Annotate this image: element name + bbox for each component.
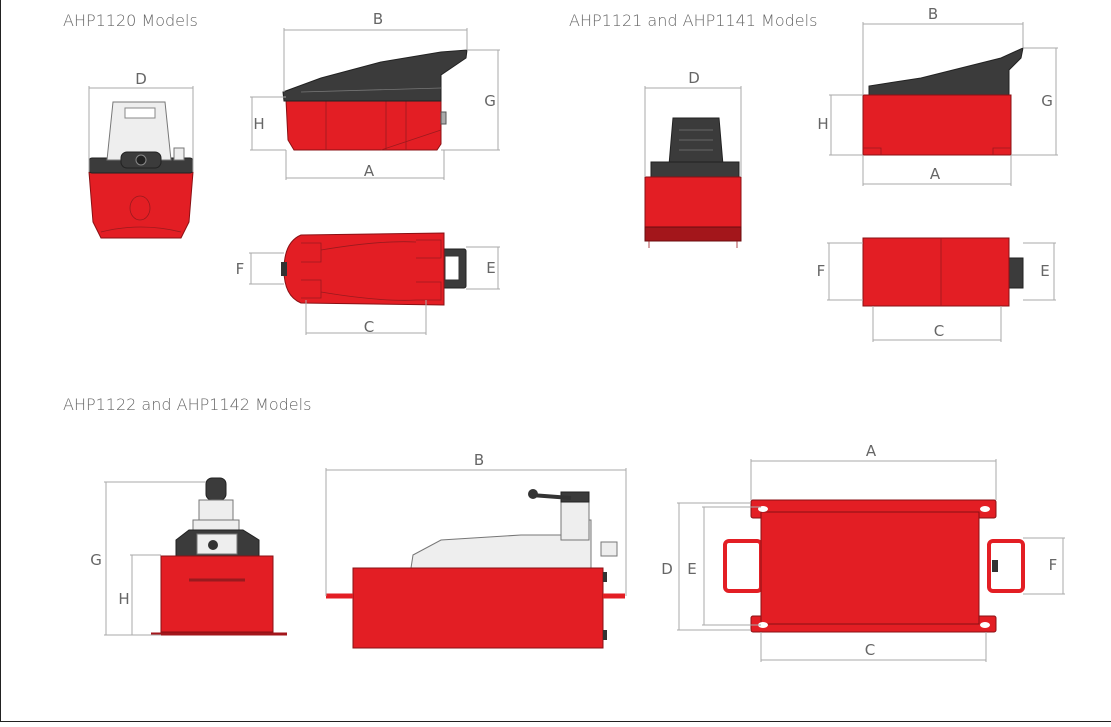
top-view: A D E F C bbox=[661, 442, 1065, 662]
section-ahp1122-ahp1142: AHP1122 and AHP1142 Models G H bbox=[63, 395, 1065, 662]
section-ahp1120: AHP1120 Models D B H bbox=[63, 10, 500, 336]
dim-label-d: D bbox=[661, 560, 673, 578]
section-title: AHP1120 Models bbox=[63, 11, 198, 30]
dim-label-f: F bbox=[236, 260, 245, 278]
top-view: F E C bbox=[817, 237, 1056, 342]
dim-label-a: A bbox=[866, 442, 877, 460]
dim-label-g: G bbox=[90, 551, 102, 569]
dim-label-e: E bbox=[1040, 262, 1049, 280]
dim-label-h: H bbox=[118, 590, 129, 608]
section-title: AHP1121 and AHP1141 Models bbox=[569, 11, 817, 30]
dim-label-d: D bbox=[135, 70, 147, 88]
dim-label-e: E bbox=[486, 259, 495, 277]
top-view: F E C bbox=[236, 232, 500, 336]
dim-label-b: B bbox=[928, 5, 938, 23]
side-view: B H G A bbox=[250, 10, 500, 180]
dim-label-h: H bbox=[253, 115, 264, 133]
section-ahp1121-ahp1141: AHP1121 and AHP1141 Models D B H G A bbox=[569, 5, 1058, 342]
dim-label-c: C bbox=[865, 641, 875, 659]
dim-label-c: C bbox=[364, 318, 374, 336]
front-view: G H bbox=[90, 477, 287, 636]
dim-label-f: F bbox=[817, 262, 826, 280]
dim-label-a: A bbox=[364, 162, 375, 180]
dim-label-b: B bbox=[373, 10, 383, 28]
front-view: D bbox=[88, 70, 194, 239]
section-title: AHP1122 and AHP1142 Models bbox=[63, 395, 311, 414]
dim-label-c: C bbox=[934, 322, 944, 340]
dim-label-g: G bbox=[1041, 92, 1053, 110]
front-view: D bbox=[644, 69, 742, 248]
dim-label-f: F bbox=[1049, 556, 1058, 574]
dim-label-g: G bbox=[484, 92, 496, 110]
side-view: B H G A bbox=[817, 5, 1058, 186]
dim-label-b: B bbox=[474, 451, 484, 469]
dim-label-e: E bbox=[687, 560, 696, 578]
dim-label-d: D bbox=[688, 69, 700, 87]
side-view: B bbox=[325, 451, 627, 649]
dim-label-a: A bbox=[930, 165, 941, 183]
dim-label-h: H bbox=[817, 115, 828, 133]
